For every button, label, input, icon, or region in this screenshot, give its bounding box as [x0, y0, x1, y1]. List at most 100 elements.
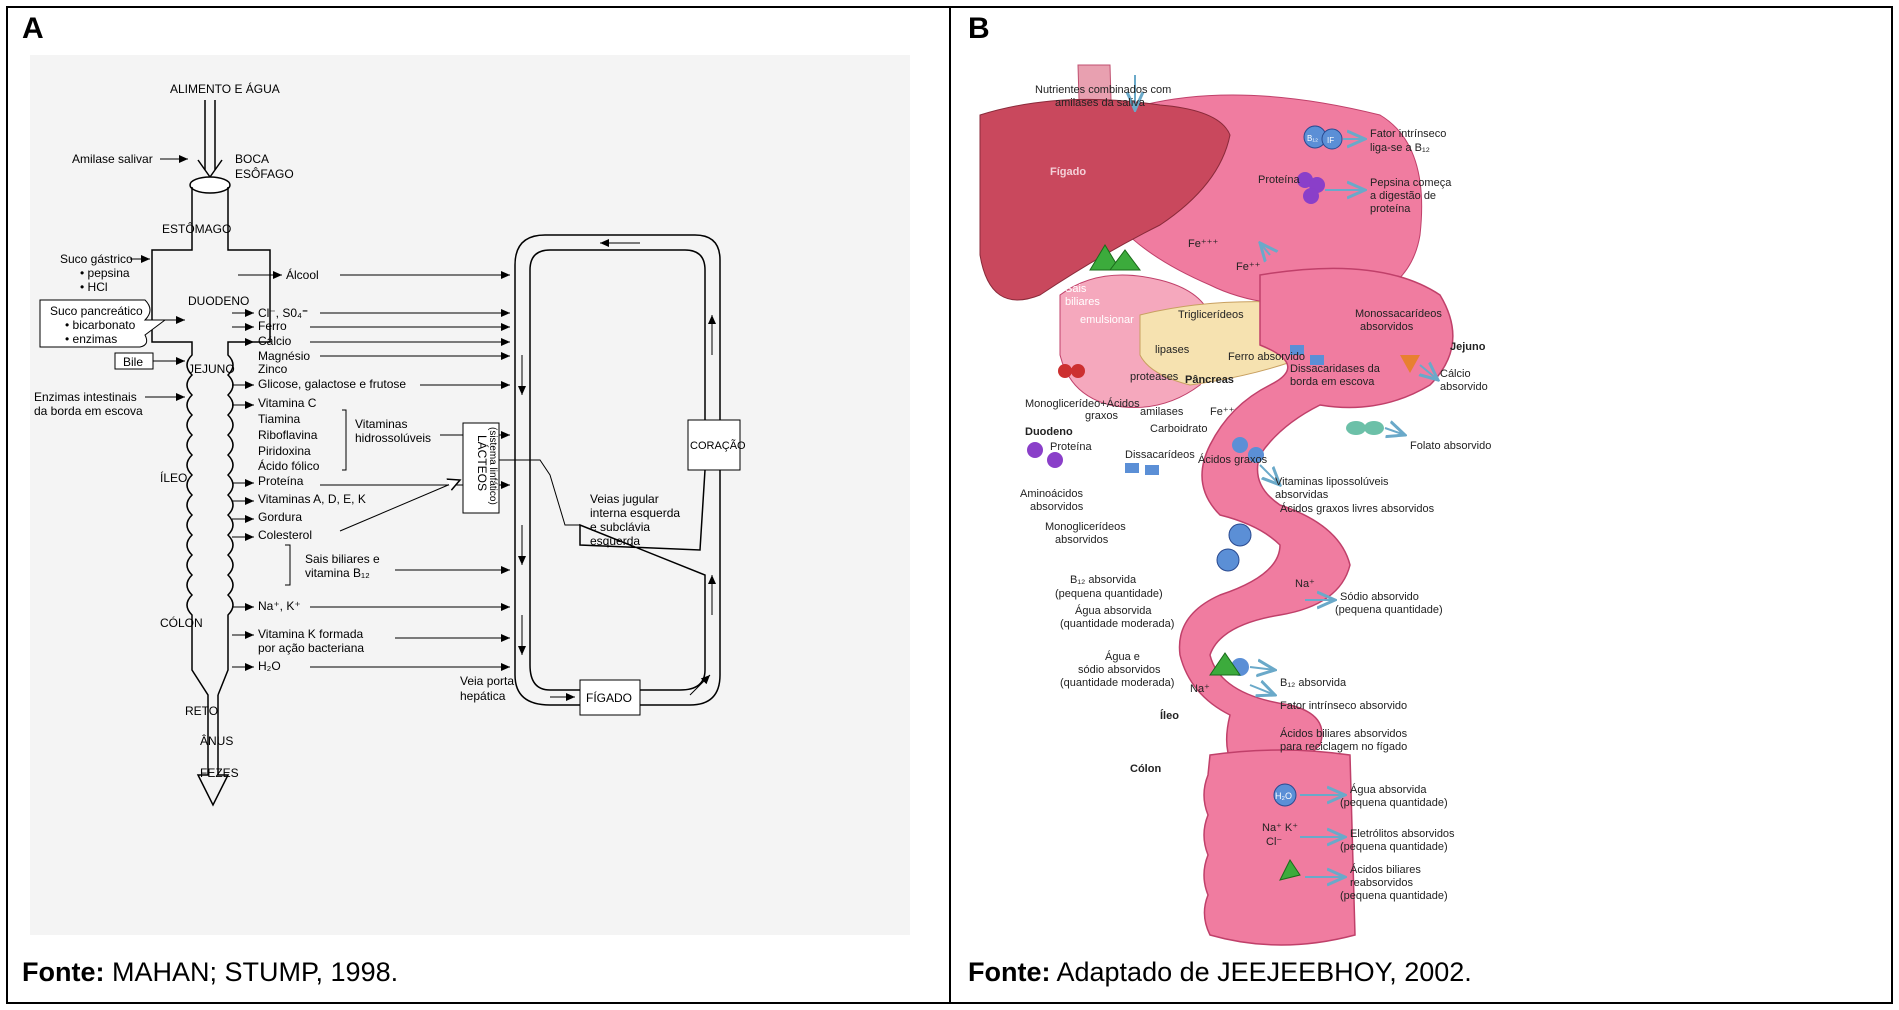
- panel-b-source-text: Adaptado de JEEJEEBHOY, 2002.: [1057, 957, 1472, 987]
- label-sodio-1: Sódio absorvido: [1340, 591, 1419, 603]
- label-figado-b: Fígado: [1050, 166, 1086, 178]
- label-eletrolitos-1: Eletrólitos absorvidos: [1350, 828, 1455, 840]
- label-biliares-reabs-3: (pequena quantidade): [1340, 890, 1448, 902]
- label-agua-peq-1: Água absorvida: [1350, 783, 1427, 796]
- label-veias-1: Veias jugular: [590, 492, 659, 506]
- label-cl-b: Cl⁻: [1266, 836, 1282, 848]
- panel-divider: [949, 6, 951, 1004]
- label-esofago: ESÔFAGO: [235, 166, 294, 181]
- label-amilases: amilases: [1140, 406, 1184, 418]
- label-fator-2: liga-se a B₁₂: [1370, 142, 1430, 154]
- label-fator-abs: Fator intrínseco absorvido: [1280, 700, 1407, 712]
- monoglyceride-dot: [1058, 364, 1072, 378]
- water-molecule: [1217, 549, 1239, 571]
- label-jejuno: JEJUNO: [188, 362, 235, 376]
- label-sais-1: Sais: [1065, 283, 1087, 295]
- panel-a-source-text: MAHAN; STUMP, 1998.: [112, 957, 398, 987]
- label-triglicerideos: Triglicerídeos: [1178, 309, 1244, 321]
- label-acido-folico: Ácido fólico: [258, 458, 320, 473]
- panel-a-diagram: ALIMENTO E ÁGUA BOCA ESÔFAGO ESTÔMAGO DU…: [20, 55, 920, 955]
- label-reto: RETO: [185, 704, 218, 718]
- label-b12-top: B₁₂: [1307, 134, 1318, 143]
- folate-marker: [1346, 421, 1366, 435]
- label-bile: Bile: [123, 355, 143, 369]
- label-veias-2: interna esquerda: [590, 506, 680, 520]
- label-dissacaridases-2: borda em escova: [1290, 376, 1375, 388]
- label-pepsina-2: a digestão de: [1370, 190, 1436, 202]
- label-proteases: proteases: [1130, 371, 1179, 383]
- label-borda-escova: da borda em escova: [34, 404, 143, 418]
- label-biliares-rec-1: Ácidos biliares absorvidos: [1280, 727, 1408, 740]
- label-ferro: Ferro: [258, 319, 287, 333]
- panel-b-letter: B: [968, 12, 990, 46]
- label-agua-peq-2: (pequena quantidade): [1340, 797, 1448, 809]
- label-suco-pancreatico: Suco pancreático: [50, 304, 143, 318]
- label-piridoxina: Piridoxina: [258, 444, 311, 458]
- label-folato: Folato absorvido: [1410, 440, 1491, 452]
- label-carboidrato: Carboidrato: [1150, 423, 1207, 435]
- label-jejuno-b: Jejuno: [1450, 341, 1486, 353]
- label-vit-c: Vitamina C: [258, 396, 317, 410]
- label-pancreas: Pâncreas: [1185, 374, 1234, 386]
- label-vit-lipo-2: absorvidas: [1275, 489, 1329, 501]
- label-fezes: FEZES: [200, 766, 239, 780]
- label-dissacaridases-1: Dissacaridases da: [1290, 363, 1381, 375]
- b12-molecule-lower: [1229, 524, 1251, 546]
- label-na-k: Na⁺, K⁺: [258, 599, 301, 613]
- label-b12-abs-3: B₁₂ absorvida: [1280, 677, 1347, 689]
- label-lacteos-2: (sistema linfático): [487, 427, 498, 505]
- label-coracao: CORAÇÃO: [690, 439, 746, 452]
- label-vit-adek: Vitaminas A, D, E, K: [258, 492, 366, 506]
- label-sais-biliares-2: vitamina B₁₂: [305, 566, 370, 580]
- label-riboflavina: Riboflavina: [258, 428, 318, 442]
- label-dissacarideos: Dissacarídeos: [1125, 449, 1195, 461]
- label-pepsina-1: Pepsina começa: [1370, 177, 1452, 189]
- label-bicarbonato: • bicarbonato: [65, 318, 136, 332]
- folate-marker: [1364, 421, 1384, 435]
- label-alcool: Álcool: [286, 267, 319, 282]
- label-calcio-1: Cálcio: [1440, 368, 1471, 380]
- label-ileo: ÍLEO: [160, 470, 187, 485]
- mouth-shape: [190, 177, 230, 193]
- label-aminoacidos-1: Aminoácidos: [1020, 488, 1083, 500]
- disaccharide-block: [1145, 465, 1159, 475]
- label-veia-porta-2: hepática: [460, 689, 506, 703]
- panel-b-source: Fonte: Adaptado de JEEJEEBHOY, 2002.: [968, 957, 1472, 988]
- label-duodeno-b: Duodeno: [1025, 426, 1073, 438]
- label-magnesio: Magnésio: [258, 349, 310, 363]
- vitamin-marker: [1232, 437, 1248, 453]
- label-amilase: Amilase salivar: [72, 152, 153, 166]
- label-nutrientes-2: amilases da saliva: [1055, 97, 1146, 109]
- label-fe3: Fe⁺⁺⁺: [1188, 238, 1218, 250]
- label-lipases: lipases: [1155, 344, 1190, 356]
- label-veia-porta-1: Veia porta: [460, 674, 514, 688]
- label-proteina: Proteína: [258, 474, 304, 488]
- label-biliares-reabs-1: Ácidos biliares: [1350, 863, 1421, 876]
- panel-a-letter: A: [22, 12, 44, 46]
- panel-a-source-label: Fonte:: [22, 957, 104, 987]
- label-hcl: • HCl: [80, 280, 108, 294]
- label-vit-k-1: Vitamina K formada: [258, 627, 363, 641]
- label-colon: CÓLON: [160, 615, 203, 630]
- label-aminoacidos-2: absorvidos: [1030, 501, 1084, 513]
- label-h2o-colon: H₂O: [1275, 791, 1292, 801]
- label-ferro-abs: Ferro absorvido: [1228, 351, 1305, 363]
- label-colon-b: Cólon: [1130, 763, 1161, 775]
- label-na-plus: Na⁺: [1295, 578, 1315, 590]
- panel-b-diagram: Nutrientes combinados com amilases da sa…: [960, 55, 1880, 955]
- panel-b-source-label: Fonte:: [968, 957, 1050, 987]
- label-if-top: IF: [1327, 136, 1334, 145]
- label-acidos-livres: Ácidos graxos livres absorvidos: [1280, 502, 1435, 515]
- label-vit-hidro-2: hidrossolúveis: [355, 431, 431, 445]
- label-veias-4: esquerda: [590, 534, 640, 548]
- label-gordura: Gordura: [258, 510, 302, 524]
- label-sodio-2: (pequena quantidade): [1335, 604, 1443, 616]
- disaccharide-block: [1125, 463, 1139, 473]
- label-emulsionar: emulsionar: [1080, 314, 1134, 326]
- label-b12-abs-1: B₁₂ absorvida: [1070, 574, 1137, 586]
- label-biliares-rec-2: para reciclagem no fígado: [1280, 741, 1407, 753]
- label-monoglic-acidos-2: graxos: [1085, 410, 1119, 422]
- label-agua-mod-1: Água absorvida: [1075, 604, 1152, 617]
- label-pepsina: • pepsina: [80, 266, 130, 280]
- label-figado: FÍGADO: [586, 690, 632, 705]
